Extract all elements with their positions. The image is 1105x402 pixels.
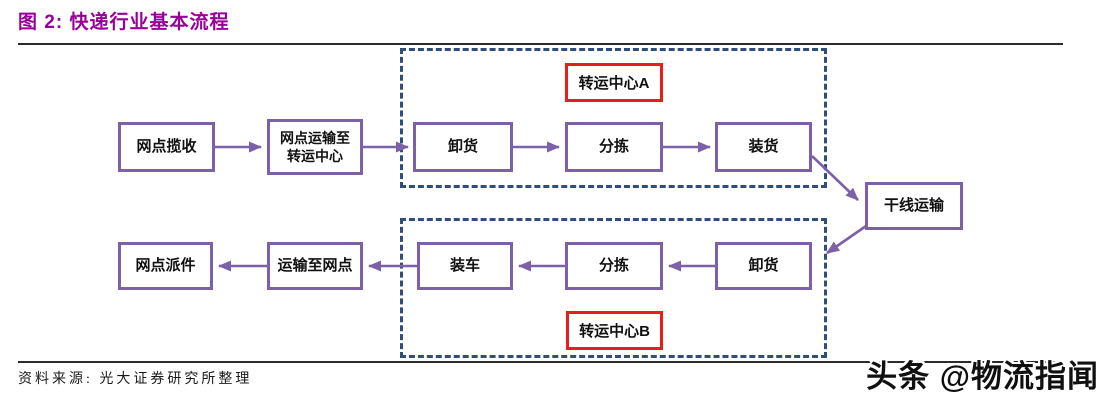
- node-pickup: 网点揽收: [118, 122, 215, 172]
- transfer-center-a-container: [400, 48, 827, 188]
- watermark: 头条 @物流指闻: [866, 359, 1099, 394]
- transfer-center-b-container: [400, 218, 827, 358]
- node-trunk-transport-label: 干线运输: [883, 197, 944, 215]
- node-load-a: 装货: [715, 122, 812, 172]
- source-note: 资料来源: 光大证券研究所整理: [18, 372, 253, 387]
- node-sort-a-label: 分拣: [598, 138, 629, 156]
- node-pickup-label: 网点揽收: [136, 138, 197, 156]
- node-transport-to-hub: 网点运输至转运中心: [267, 119, 363, 175]
- node-sort-a: 分拣: [565, 122, 663, 172]
- bottom-divider: [18, 361, 1063, 363]
- arrow: [826, 224, 867, 255]
- node-transport-to-hub-label: 网点运输至转运中心: [280, 129, 350, 164]
- node-unload-a: 卸货: [413, 122, 513, 172]
- label-transfer-center-a-text: 转运中心A: [578, 75, 650, 92]
- node-transport-to-outlet-label: 运输至网点: [277, 257, 353, 275]
- figure-title: 图 2: 快递行业基本流程: [18, 12, 230, 33]
- label-transfer-center-b: 转运中心B: [566, 311, 663, 350]
- node-sort-b: 分拣: [565, 242, 663, 290]
- node-load-b-label: 装车: [449, 257, 480, 275]
- node-load-b: 装车: [417, 242, 513, 290]
- label-transfer-center-b-text: 转运中心B: [579, 323, 650, 340]
- node-load-a-label: 装货: [748, 138, 779, 156]
- node-delivery-label: 网点派件: [135, 257, 196, 275]
- label-transfer-center-a: 转运中心A: [565, 63, 663, 102]
- node-sort-b-label: 分拣: [598, 257, 629, 275]
- node-trunk-transport: 干线运输: [865, 182, 963, 230]
- node-delivery: 网点派件: [118, 242, 213, 290]
- node-unload-b-label: 卸货: [748, 257, 779, 275]
- top-divider: [18, 43, 1063, 45]
- node-unload-a-label: 卸货: [447, 138, 478, 156]
- node-transport-to-outlet: 运输至网点: [267, 242, 363, 290]
- node-unload-b: 卸货: [715, 242, 812, 290]
